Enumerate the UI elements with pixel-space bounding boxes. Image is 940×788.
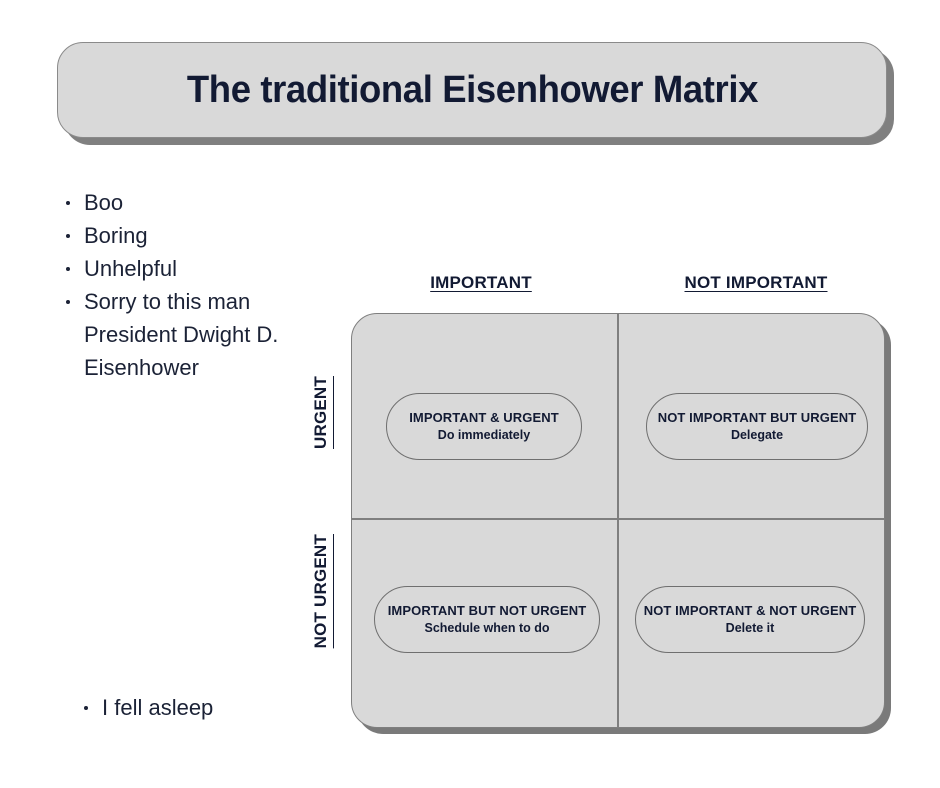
matrix-divider-vertical	[617, 314, 619, 727]
quadrant-not-important-urgent: NOT IMPORTANT BUT URGENT Delegate	[646, 393, 868, 460]
column-header-not-important: NOT IMPORTANT	[684, 273, 828, 292]
quadrant-action: Delegate	[730, 428, 784, 442]
list-item: Sorry to this man President Dwight D. Ei…	[60, 285, 320, 384]
quadrant-important-urgent: IMPORTANT & URGENT Do immediately	[386, 393, 582, 460]
quadrant-title: NOT IMPORTANT & NOT URGENT	[643, 603, 857, 618]
row-header-not-urgent: NOT URGENT	[311, 534, 330, 649]
bullet-list-bottom: I fell asleep	[78, 691, 338, 724]
row-header-urgent: URGENT	[311, 376, 330, 449]
quadrant-title: IMPORTANT BUT NOT URGENT	[387, 603, 587, 618]
column-header-important: IMPORTANT	[430, 273, 532, 292]
page-title: The traditional Eisenhower Matrix	[186, 68, 758, 111]
matrix-divider-horizontal	[352, 518, 884, 520]
quadrant-action: Delete it	[725, 621, 775, 635]
slide-title-card: The traditional Eisenhower Matrix	[57, 42, 887, 138]
bullet-list-main: Boo Boring Unhelpful Sorry to this man P…	[60, 186, 320, 384]
list-item: Unhelpful	[60, 252, 320, 285]
quadrant-title: IMPORTANT & URGENT	[409, 410, 559, 425]
quadrant-action: Do immediately	[437, 428, 531, 442]
list-item: Boo	[60, 186, 320, 219]
quadrant-action: Schedule when to do	[424, 621, 550, 635]
quadrant-not-important-not-urgent: NOT IMPORTANT & NOT URGENT Delete it	[635, 586, 865, 653]
list-item: I fell asleep	[78, 691, 338, 724]
eisenhower-matrix: IMPORTANT & URGENT Do immediately NOT IM…	[351, 313, 885, 728]
quadrant-title: NOT IMPORTANT BUT URGENT	[657, 410, 857, 425]
quadrant-important-not-urgent: IMPORTANT BUT NOT URGENT Schedule when t…	[374, 586, 600, 653]
list-item: Boring	[60, 219, 320, 252]
